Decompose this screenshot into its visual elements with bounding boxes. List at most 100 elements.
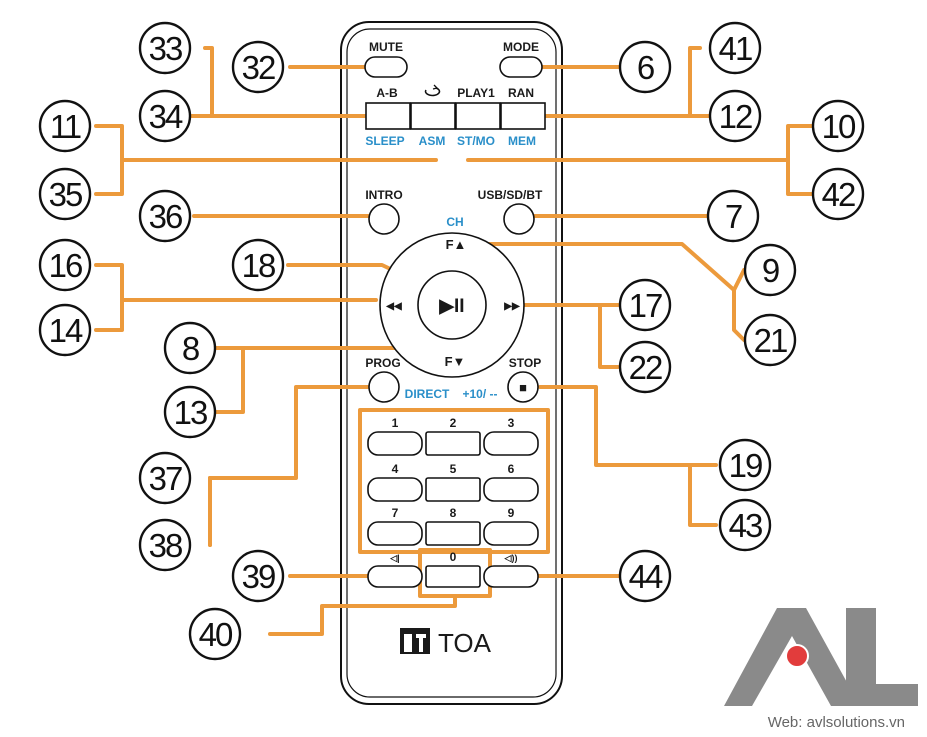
callout-37: 37 — [138, 451, 192, 505]
callout-number: 8 — [182, 330, 199, 367]
play1-stmo-button[interactable] — [455, 102, 501, 130]
callout-32: 32 — [231, 40, 285, 94]
callout-circle — [38, 167, 92, 221]
play1-label: PLAY1 — [457, 86, 495, 100]
callout-8: 8 — [163, 321, 217, 375]
key-2[interactable] — [425, 431, 481, 456]
mute-label: MUTE — [369, 40, 403, 54]
callout-circle — [618, 340, 672, 394]
stop-button[interactable] — [507, 371, 539, 403]
mem-label: MEM — [508, 134, 536, 148]
callout-number: 35 — [49, 176, 82, 213]
callout-14: 14 — [38, 303, 92, 357]
repeat-icon — [424, 84, 441, 97]
callout-number: 13 — [174, 394, 207, 431]
sleep-label: SLEEP — [365, 134, 404, 148]
mode-button[interactable] — [499, 56, 543, 78]
stop-label: STOP — [509, 356, 541, 370]
key-6[interactable] — [483, 477, 539, 502]
key-8[interactable] — [425, 521, 481, 546]
play-pause-button[interactable] — [417, 270, 487, 340]
callout-36: 36 — [138, 189, 192, 243]
key-7[interactable] — [367, 521, 423, 546]
callout-number: 17 — [629, 287, 662, 324]
key-4[interactable] — [367, 477, 423, 502]
fast-forward-label: ▶▶ — [503, 301, 521, 312]
callout-circle — [618, 278, 672, 332]
ch-label: CH — [446, 215, 463, 229]
toa-logo-icon — [400, 628, 430, 654]
callout-18: 18 — [231, 238, 285, 292]
stop-symbol: ■ — [519, 380, 527, 395]
ran-mem-button[interactable] — [500, 102, 546, 130]
callout-circle — [618, 40, 672, 94]
callout-number: 6 — [637, 49, 654, 86]
callout-number: 33 — [149, 30, 182, 67]
callout-circle — [188, 607, 242, 661]
plus10-label: +10/ -- — [462, 387, 497, 401]
key-9[interactable] — [483, 521, 539, 546]
f-up-label: F▲ — [446, 237, 467, 252]
callout-circle — [138, 189, 192, 243]
intro-button[interactable] — [368, 203, 400, 235]
key-3-label: 3 — [508, 416, 515, 430]
usb-sd-bt-label: USB/SD/BT — [478, 188, 543, 202]
callout-33: 33 — [138, 21, 192, 75]
callout-7: 7 — [706, 189, 760, 243]
key-5[interactable] — [425, 477, 481, 502]
key-6-label: 6 — [508, 462, 515, 476]
callout-circle — [811, 167, 865, 221]
callout-number: 12 — [719, 98, 752, 135]
callout-number: 39 — [242, 558, 275, 595]
callout-circle — [38, 238, 92, 292]
callout-number: 43 — [729, 507, 762, 544]
callout-circle — [811, 99, 865, 153]
callout-circle — [38, 303, 92, 357]
prog-direct-button[interactable] — [368, 371, 400, 403]
callout-number: 7 — [725, 198, 742, 235]
volume-down-button[interactable] — [367, 565, 423, 588]
play-pause-label: ▶II — [438, 296, 464, 317]
key-3[interactable] — [483, 431, 539, 456]
callout-circle — [138, 21, 192, 75]
key-0[interactable] — [425, 565, 481, 588]
callout-circle — [138, 518, 192, 572]
volume-down-label: ◁| — [389, 553, 399, 563]
callout-35: 35 — [38, 167, 92, 221]
intro-label: INTRO — [365, 188, 402, 202]
callout-number: 21 — [754, 322, 787, 359]
callout-number: 22 — [629, 349, 662, 386]
callout-43: 43 — [718, 498, 772, 552]
callout-38: 38 — [138, 518, 192, 572]
buttons — [364, 56, 546, 588]
usb-sd-bt-button[interactable] — [503, 203, 535, 235]
asm-label: ASM — [419, 134, 446, 148]
volume-up-label: ◁)) — [504, 553, 518, 563]
callout-9: 9 — [743, 243, 797, 297]
callout-number: 44 — [629, 558, 663, 595]
callout-circle — [231, 40, 285, 94]
mute-button[interactable] — [364, 56, 408, 78]
key-1[interactable] — [367, 431, 423, 456]
callout-circle — [231, 238, 285, 292]
callout-circle — [718, 438, 772, 492]
volume-up-button[interactable] — [483, 565, 539, 588]
callout-number: 41 — [719, 30, 752, 67]
callout-22: 22 — [618, 340, 672, 394]
prog-label: PROG — [365, 356, 400, 370]
ab-sleep-button[interactable] — [365, 102, 411, 130]
callout-34: 34 — [138, 89, 192, 143]
repeat-asm-button[interactable] — [410, 102, 456, 130]
key-1-label: 1 — [392, 416, 399, 430]
key-4-label: 4 — [392, 462, 399, 476]
button-labels: MUTE MODE A-B PLAY1 RAN SLEEP ASM ST/MO … — [365, 40, 543, 564]
callout-circle — [138, 451, 192, 505]
rewind-label: ◀◀ — [385, 301, 402, 312]
ab-label: A-B — [376, 86, 398, 100]
key-0-label: 0 — [450, 550, 457, 564]
callout-number: 11 — [50, 108, 81, 145]
callout-40: 40 — [188, 607, 242, 661]
stmo-label: ST/MO — [457, 134, 495, 148]
callout-10: 10 — [811, 99, 865, 153]
